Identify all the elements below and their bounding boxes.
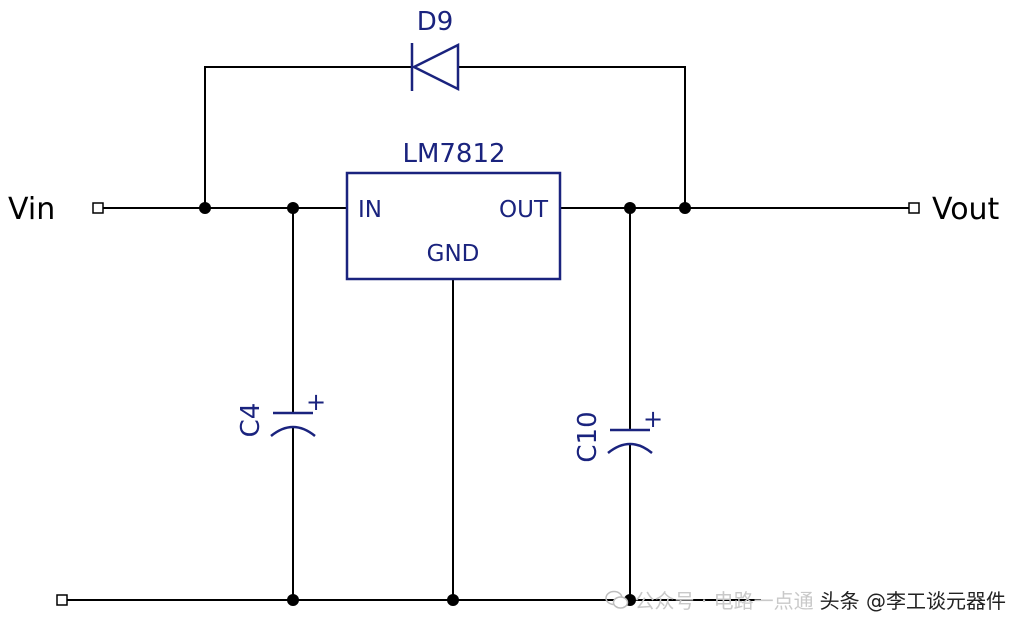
regulator-pin-in: IN — [358, 197, 382, 223]
watermark-text: 头条 @李工谈元器件 — [819, 589, 1006, 613]
vin-label: Vin — [8, 192, 55, 227]
junction-dot — [624, 202, 636, 214]
watermark: 公众号 · 电路一点通 头条 @李工谈元器件 — [604, 585, 1006, 614]
diode-name: D9 — [417, 7, 454, 37]
capacitor-c10: + C10 — [573, 405, 663, 463]
diode-d9: D9 — [410, 7, 460, 92]
junction-dot — [447, 594, 459, 606]
vin-terminal — [92, 202, 104, 214]
capacitor-polarity: + — [306, 388, 326, 416]
junction-dot — [287, 594, 299, 606]
junctions — [199, 202, 691, 606]
capacitor-name: C10 — [573, 411, 603, 462]
regulator-lm7812: LM7812 IN OUT GND — [345, 139, 562, 281]
vout-terminal — [908, 202, 920, 214]
capacitor-plate-negative — [607, 442, 653, 454]
junction-dot — [679, 202, 691, 214]
junction-dot — [199, 202, 211, 214]
wires — [66, 66, 910, 601]
regulator-body — [345, 171, 562, 281]
junction-dot — [287, 202, 299, 214]
capacitor-name: C4 — [236, 403, 266, 438]
capacitor-polarity: + — [643, 405, 663, 433]
vout-label: Vout — [932, 192, 1000, 227]
capacitor-c4: + C4 — [236, 388, 326, 437]
regulator-pin-gnd: GND — [427, 241, 480, 267]
regulator-name: LM7812 — [402, 139, 505, 169]
diode-triangle — [411, 42, 460, 92]
watermark-faded-text: 公众号 · 电路一点通 — [634, 589, 814, 613]
capacitor-plate-negative — [270, 425, 316, 437]
chat-bubble-icon — [604, 590, 628, 609]
regulator-pin-out: OUT — [499, 197, 549, 223]
ground-terminal — [56, 594, 68, 606]
